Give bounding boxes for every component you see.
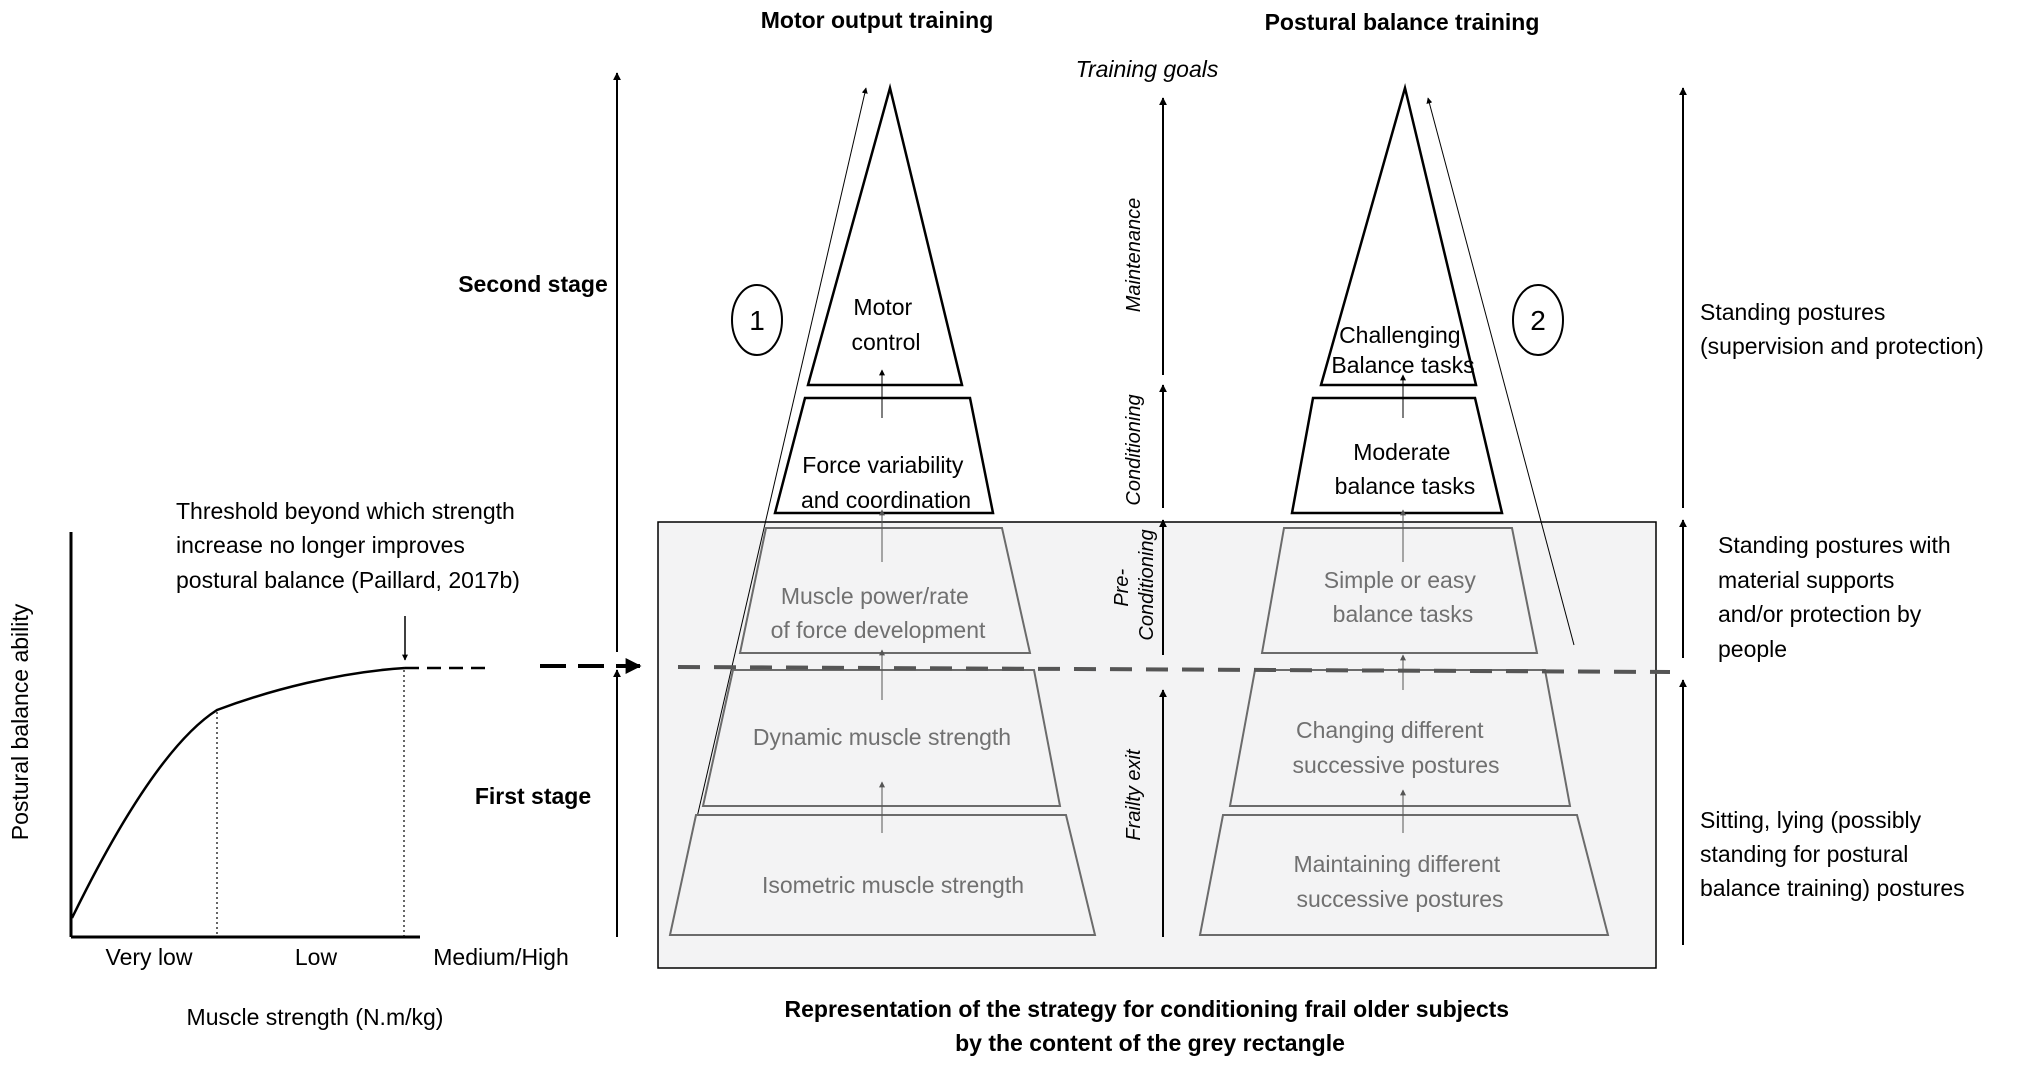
balance-changing-label: Changing different successive postures <box>1292 717 1499 778</box>
balance-number-circle <box>1512 284 1564 356</box>
caption: Representation of the strategy for condi… <box>785 996 1516 1056</box>
motor-progress-arrow <box>675 87 868 909</box>
threshold-dashed-line <box>677 665 1671 674</box>
graph-x-label: Muscle strength (N.m/kg) <box>187 1004 444 1030</box>
pre-conditioning-label: Pre- Conditioning <box>1111 529 1158 640</box>
motor-pyramid-top <box>806 83 964 387</box>
motor-number-circle <box>731 284 783 356</box>
conditioning-label: Conditioning <box>1123 394 1145 505</box>
motor-level-force-variability <box>773 396 995 515</box>
first-stage-label: First stage <box>475 783 591 809</box>
balance-simple-label: Simple or easy balance tasks <box>1324 567 1483 627</box>
posture-top-label: Standing postures (supervision and prote… <box>1700 299 1984 359</box>
balance-number: 2 <box>1530 305 1546 336</box>
balance-top-label: Challenging Balance tasks <box>1331 322 1474 378</box>
balance-moderate-label: Moderate balance tasks <box>1335 439 1476 499</box>
x-category-very-low: Very low <box>106 944 193 970</box>
second-stage-label: Second stage <box>458 271 608 297</box>
motor-muscle-power-label: Muscle power/rate of force development <box>771 583 986 643</box>
header-motor-output: Motor output training <box>761 7 994 33</box>
x-category-medium-high: Medium/High <box>433 944 569 970</box>
motor-dynamic-strength-label: Dynamic muscle strength <box>753 724 1011 750</box>
x-category-low: Low <box>295 944 338 970</box>
header-postural-balance: Postural balance training <box>1265 9 1540 35</box>
balance-maintaining-label: Maintaining different successive posture… <box>1293 851 1506 912</box>
balance-progress-arrow <box>1426 97 1575 646</box>
balance-level-simple <box>1260 527 1539 654</box>
strength-balance-curve <box>70 666 406 919</box>
balance-pyramid-top <box>1319 83 1478 387</box>
header-training-goals: Training goals <box>1076 56 1219 82</box>
maintenance-label: Maintenance <box>1123 198 1145 313</box>
motor-isometric-strength-label: Isometric muscle strength <box>762 872 1024 898</box>
balance-level-maintaining <box>1198 814 1610 936</box>
threshold-label: Threshold beyond which strength increase… <box>176 498 521 593</box>
posture-mid-label: Standing postures with material supports… <box>1718 532 1957 662</box>
motor-number: 1 <box>749 305 765 336</box>
motor-level-muscle-power <box>738 527 1032 654</box>
motor-force-variability-label: Force variability and coordination <box>801 452 971 513</box>
balance-level-moderate <box>1290 396 1504 515</box>
graph-y-label: Postural balance ability <box>7 603 33 840</box>
motor-level-isometric-strength <box>668 814 1097 936</box>
motor-top-label: Motor control <box>851 294 920 355</box>
posture-bottom-label: Sitting, lying (possibly standing for po… <box>1700 807 1965 901</box>
frailty-exit-label: Frailty exit <box>1123 748 1145 841</box>
